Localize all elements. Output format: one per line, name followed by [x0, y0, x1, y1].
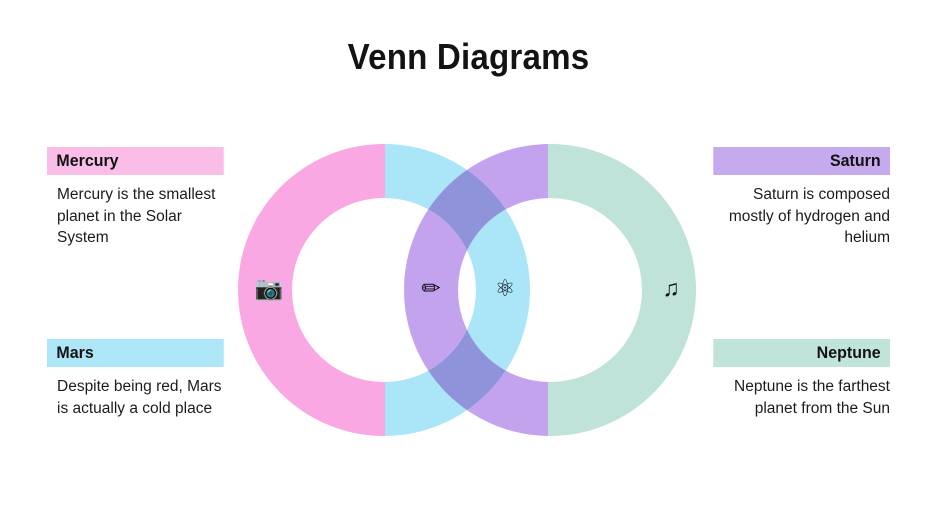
venn-overlap-region [238, 144, 696, 436]
info-block-mercury: Mercury Mercury is the smallest planet i… [47, 147, 235, 249]
info-block-mercury-body: Mercury is the smallest planet in the So… [57, 186, 216, 246]
info-block-mars: Mars Despite being red, Mars is actually… [47, 339, 235, 419]
music-note-icon: ♫ [662, 274, 680, 301]
info-block-mars-header: Mars [47, 339, 224, 367]
info-block-saturn: Saturn Saturn is composed mostly of hydr… [702, 147, 890, 249]
info-block-mars-body: Despite being red, Mars is actually a co… [57, 378, 222, 417]
atom-icon: ⚛ [494, 274, 516, 301]
info-block-neptune: Neptune Neptune is the farthest planet f… [702, 339, 890, 419]
venn-diagram-svg [238, 144, 696, 436]
info-block-neptune-body: Neptune is the farthest planet from the … [734, 378, 890, 417]
page-title: Venn Diagrams [347, 36, 590, 77]
info-block-mercury-header: Mercury [47, 147, 224, 175]
info-block-saturn-body: Saturn is composed mostly of hydrogen an… [728, 186, 890, 246]
camera-icon: 📷 [254, 274, 284, 301]
pencil-icon: ✏ [421, 274, 441, 301]
info-block-saturn-header: Saturn [713, 147, 890, 175]
venn-diagram: 📷 ✏ ⚛ ♫ [238, 144, 696, 436]
info-block-neptune-header: Neptune [713, 339, 890, 367]
